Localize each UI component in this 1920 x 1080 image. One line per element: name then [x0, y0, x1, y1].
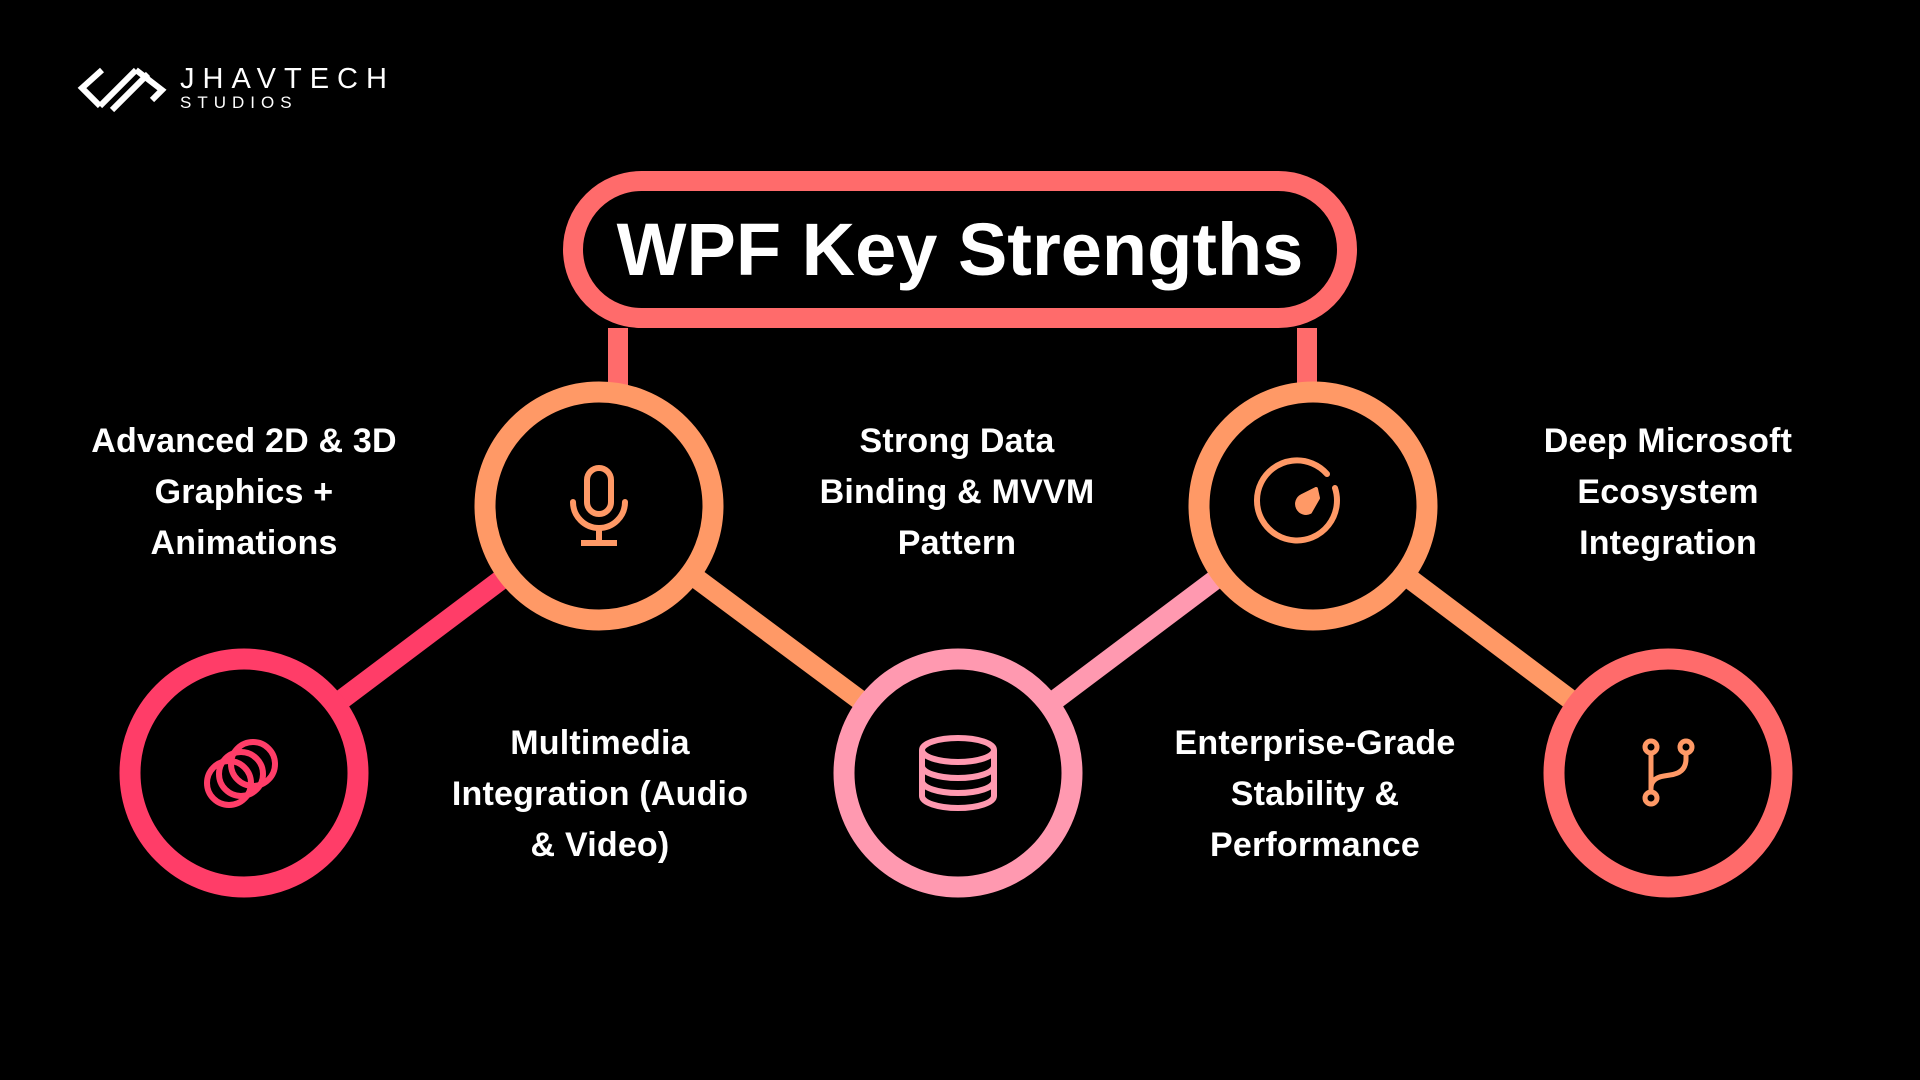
- brand-logo: JHAVTECH STUDIOS: [180, 64, 395, 112]
- label-line: Binding & MVVM: [819, 473, 1095, 511]
- node-label-enterprise: Enterprise-Grade Stability & Performance: [1125, 718, 1505, 871]
- node-circle-multimedia: [474, 381, 724, 631]
- node-label-multimedia: Multimedia Integration (Audio & Video): [410, 718, 790, 871]
- gauge-icon: [1254, 457, 1340, 544]
- label-line: Graphics +: [154, 473, 334, 511]
- label-line: Multimedia: [510, 724, 690, 762]
- label-line: Integration (Audio: [451, 775, 749, 813]
- microphone-icon: [570, 465, 628, 546]
- label-line: Animations: [150, 524, 338, 562]
- label-line: Ecosystem: [1577, 473, 1759, 511]
- label-line: Stability &: [1230, 775, 1400, 813]
- title-pill: [563, 171, 1357, 328]
- layers-circles-icon: [204, 739, 278, 808]
- label-line: & Video): [530, 826, 670, 864]
- database-icon: [919, 735, 997, 811]
- brand-name: JHAVTECH: [180, 63, 395, 95]
- node-label-databinding: Strong Data Binding & MVVM Pattern: [767, 416, 1147, 569]
- page-title: WPF Key Strengths: [616, 208, 1304, 291]
- label-line: Deep Microsoft: [1543, 422, 1793, 460]
- node-circle-graphics: [119, 648, 369, 898]
- brand-logo-icon: [77, 67, 167, 113]
- node-label-graphics: Advanced 2D & 3D Graphics + Animations: [54, 416, 434, 569]
- node-circle-databinding: [833, 648, 1083, 898]
- label-line: Integration: [1579, 524, 1757, 562]
- git-branch-icon: [1642, 738, 1695, 807]
- brand-sub: STUDIOS: [180, 93, 298, 112]
- label-line: Performance: [1209, 826, 1421, 864]
- label-line: Enterprise-Grade: [1174, 724, 1456, 762]
- node-label-ecosystem: Deep Microsoft Ecosystem Integration: [1478, 416, 1858, 569]
- label-line: Pattern: [897, 524, 1017, 562]
- label-line: Strong Data: [859, 422, 1055, 460]
- label-line: Advanced 2D & 3D: [91, 422, 397, 460]
